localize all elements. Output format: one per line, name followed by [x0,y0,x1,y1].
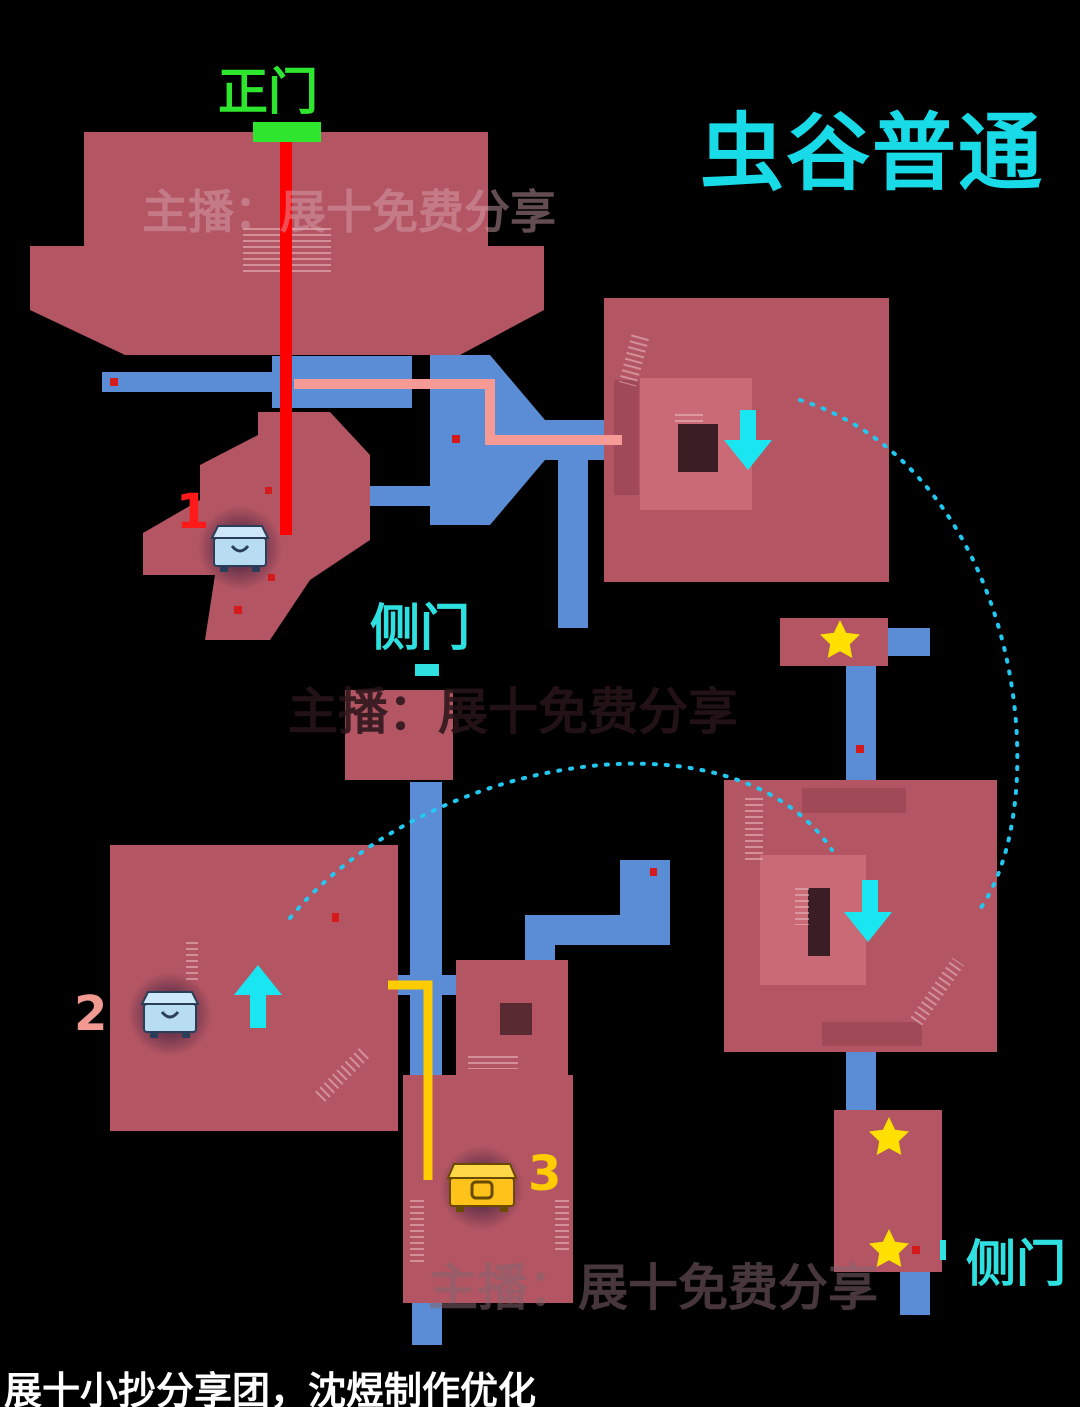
arrow-down-icon [844,880,892,942]
gold-treasure-chest-icon [440,1146,524,1230]
chest-number-2: 2 [74,986,108,1042]
arrow-up-icon [234,965,282,1028]
main-gate-label: 正门 [218,63,318,121]
pit-central [500,1003,532,1035]
star-icon [869,1229,909,1267]
route-3 [388,980,433,1180]
side-gate-marker-lower [940,1240,946,1260]
star-icon [820,620,860,658]
corridor-south-stub [558,450,588,628]
direction-arrows [234,410,892,1028]
map-title: 虫谷普通 [700,104,1045,202]
dotted-path-ne-to-east [798,398,1020,914]
corridor-north-branch-v [620,860,670,945]
corridors [102,355,930,1345]
side-gate-label-lower: 侧门 [966,1235,1066,1293]
corridor-east-lower [846,1050,876,1112]
corridor-bottom-exit [412,1300,442,1345]
corridor-star-east [885,628,930,656]
side-gate-marker-upper [415,664,439,676]
star-icon [869,1117,909,1155]
pit-ne [678,424,718,472]
main-gate-marker [253,122,321,142]
corridor-to-junction [370,486,440,506]
side-gate-label-upper: 侧门 [370,599,470,657]
corridor-east-upper [846,660,876,785]
watermark-middle: 主播：展十免费分享 [288,683,738,741]
arrow-down-icon [724,410,772,470]
blue-treasure-chest-icon [128,972,212,1056]
corridor-se-exit [900,1270,930,1315]
stars [820,620,909,1267]
dotted-paths [288,398,1020,920]
routes [280,140,622,1180]
blue-treasure-chest-icon [198,506,282,590]
chest-number-3: 3 [528,1146,562,1202]
corridor-west [102,372,272,392]
room-side-gate [345,690,453,780]
route-1-branch [294,379,622,445]
credit-caption: 展十小抄分享团，沈煜制作优化 [4,1369,537,1407]
red-markers [110,378,920,1254]
dotted-path-west-to-east [288,761,834,920]
watermark-bottom: 主播：展十免费分享 [428,1259,878,1317]
chest-number-1: 1 [176,484,210,540]
watermark-top: 主播：展十免费分享 [142,185,556,239]
corridor-branch-drop [525,915,555,965]
pit-east [808,888,830,956]
